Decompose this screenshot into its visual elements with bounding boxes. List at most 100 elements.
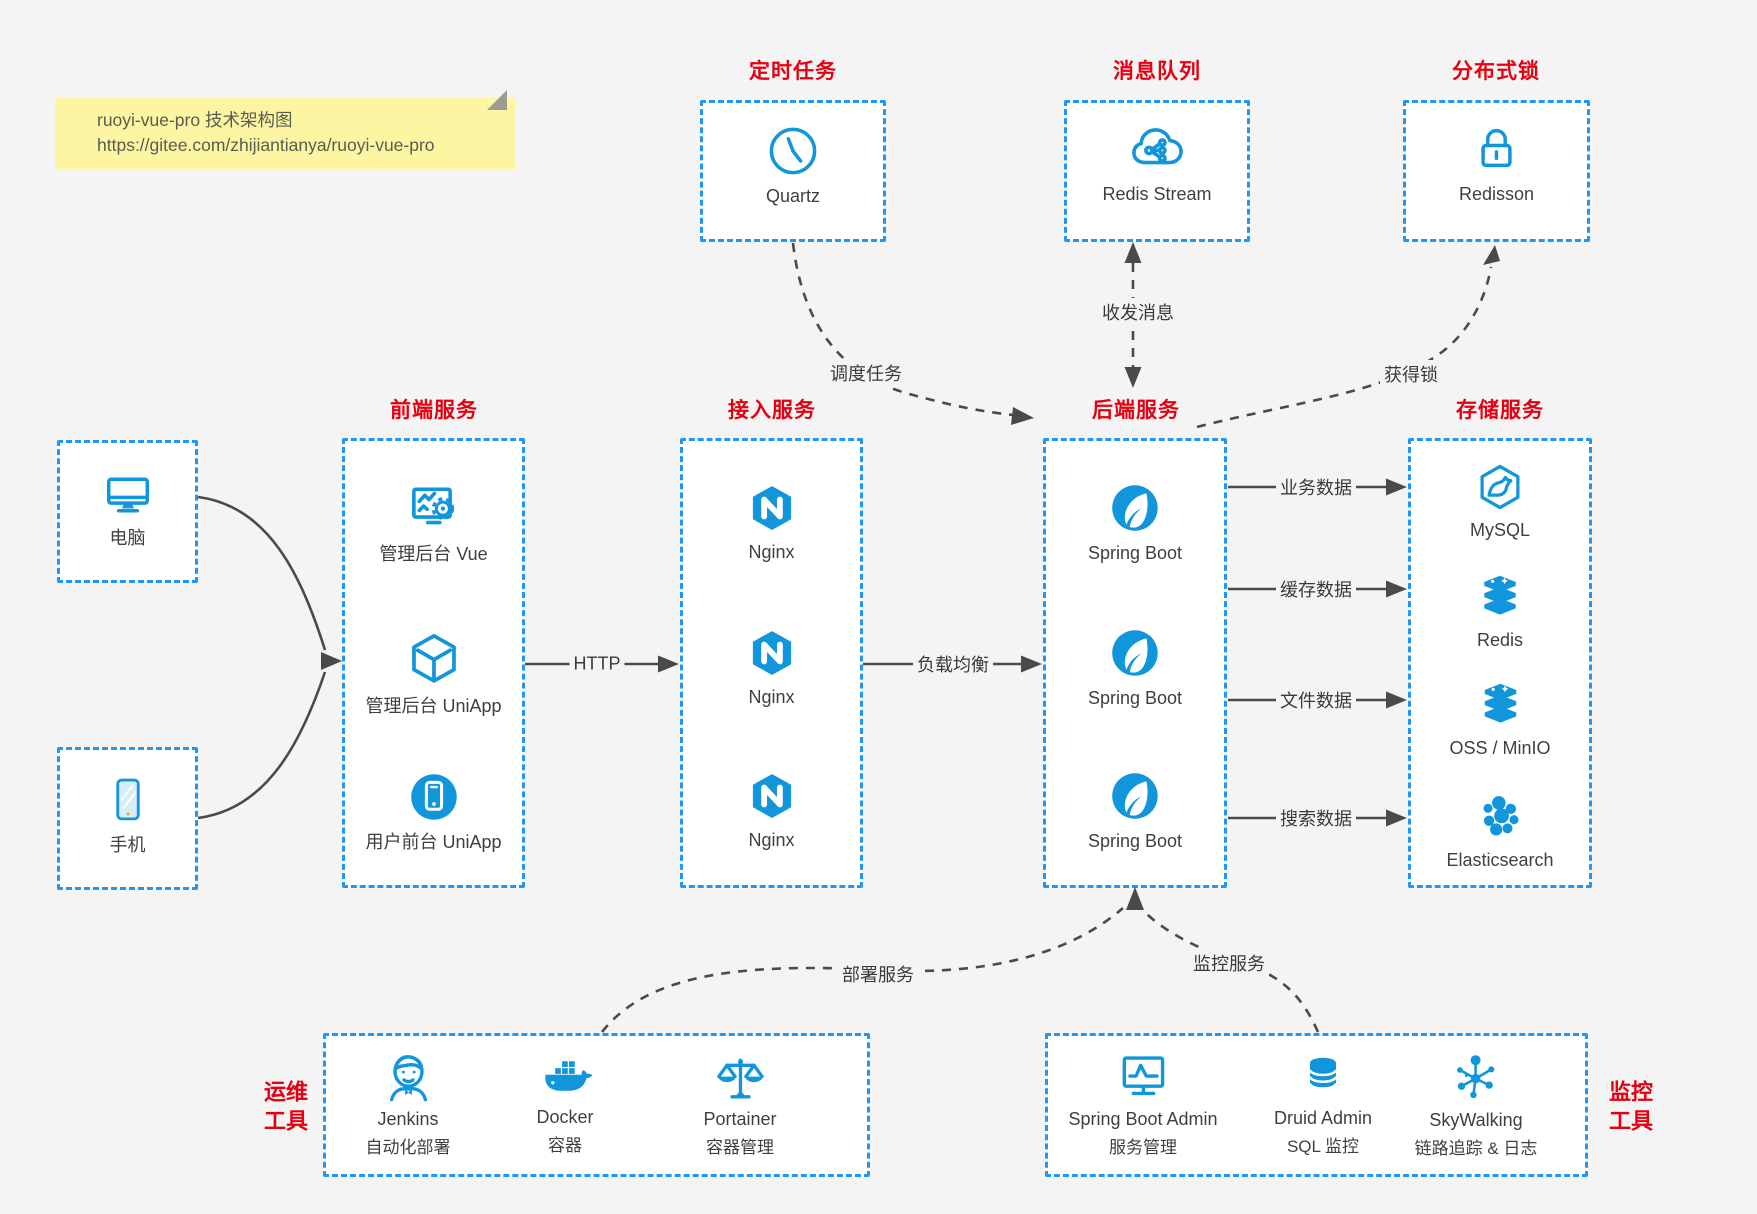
admin-monitor-icon [1116,1050,1170,1102]
edge-schedule [791,242,1014,417]
node-desc: 容器管理 [705,1137,774,1157]
title-gateway: 接入服务 [728,399,816,422]
node-admin-uniapp: 管理后台 UniApp [365,629,502,718]
edge-label-file-data: 文件数据 [1276,686,1356,714]
node-label: 管理后台 Vue [379,544,488,564]
node-label: Redisson [1458,184,1535,204]
node-elasticsearch: Elasticsearch [1446,791,1554,872]
node-redis: Redis [1473,569,1527,652]
node-desc: 容器 [547,1135,582,1155]
arrowhead-message-down [1124,367,1142,388]
title-message-queue: 消息队列 [1113,60,1201,83]
node-jenkins: Jenkins 自动化部署 [366,1050,451,1158]
node-portainer: Portainer 容器管理 [703,1050,777,1158]
arrowhead-load-balance [1021,655,1042,673]
title-monitor-tools: 监控 工具 [1609,1078,1653,1135]
uniapp-cube-icon [403,629,463,689]
node-label: Quartz [765,186,821,206]
node-admin-vue: 管理后台 Vue [379,479,488,566]
box-client-mobile: 手机 [57,747,198,890]
node-desc: 服务管理 [1109,1137,1177,1157]
title-ops-line1: 运维 [263,1079,309,1105]
title-scheduled-tasks: 定时任务 [749,60,837,83]
box-backend: Spring Boot Spring Boot Spring Boot [1043,438,1227,888]
box-storage: MySQL Redis [1408,438,1592,888]
node-redisson: Redisson [1459,121,1534,206]
edge-label-cache-data: 缓存数据 [1276,575,1356,603]
edge-label-deploy: 部署服务 [838,960,918,988]
clock-icon [765,123,821,179]
node-nginx-3: Nginx [745,769,799,852]
phone-icon [102,772,154,828]
edge-label-message: 收发消息 [1098,298,1178,326]
elasticsearch-icon [1474,791,1526,843]
arrowhead-http [658,655,679,673]
arrowhead-message-up [1124,242,1142,263]
arrowhead-lock [1483,245,1500,265]
node-label: Spring Boot [1087,543,1183,563]
node-desc: SQL 监控 [1286,1136,1360,1156]
node-desc: 自动化部署 [365,1137,451,1157]
nginx-icon [745,481,799,535]
arrowhead-search-data [1386,809,1407,827]
node-springboot-1: Spring Boot [1088,480,1182,565]
nginx-icon [745,769,799,823]
lock-icon [1468,121,1524,177]
mysql-icon [1474,461,1526,513]
title-frontend: 前端服务 [390,399,478,422]
edge-lock [1196,266,1493,429]
title-ops-tools: 运维 工具 [264,1078,308,1135]
trace-network-icon [1450,1051,1502,1103]
node-nginx-1: Nginx [745,481,799,564]
node-springboot-3: Spring Boot [1088,768,1182,853]
node-mobile: 手机 [102,772,154,857]
arrowhead-db-data [1386,478,1407,496]
database-icon [1298,1051,1348,1101]
box-client-pc: 电脑 [57,440,198,583]
edge-label-monitoring: 监控服务 [1189,949,1269,977]
title-monitor-line2: 工具 [1608,1108,1654,1133]
node-label: 用户前台 UniApp [365,832,502,852]
edge-label-schedule: 调度任务 [826,359,906,387]
node-spring-boot-admin: Spring Boot Admin 服务管理 [1068,1050,1218,1158]
node-redis-stream: Redis Stream [1102,119,1212,206]
node-label: Redis Stream [1102,184,1212,204]
node-desc: 链路追踪 & 日志 [1414,1138,1538,1158]
node-quartz: Quartz [765,123,821,208]
node-skywalking: SkyWalking 链路追踪 & 日志 [1414,1051,1538,1159]
node-label: 电脑 [109,528,146,548]
node-label: MySQL [1469,520,1531,540]
title-storage: 存储服务 [1456,399,1544,422]
note-title: ruoyi-vue-pro 技术架构图 [97,110,293,130]
sticky-note: ruoyi-vue-pro 技术架构图 https://gitee.com/zh… [55,90,515,169]
arrowhead-cache-data [1386,580,1407,598]
admin-vue-icon [405,479,463,537]
node-label: Nginx [748,542,795,562]
jenkins-icon [381,1050,435,1102]
user-app-icon [405,769,461,825]
box-scheduled-tasks: Quartz [700,100,886,242]
arrowhead-frontend [321,652,342,670]
node-label: SkyWalking [1429,1110,1523,1130]
box-gateway: Nginx Nginx Nginx [680,438,863,888]
redis-stack-icon [1473,569,1527,623]
node-label: 手机 [109,835,146,855]
title-backend: 后端服务 [1092,399,1180,422]
edge-label-load-balance: 负载均衡 [913,650,993,678]
oss-stack-icon [1473,677,1527,731]
nginx-icon [745,626,799,680]
node-label: Docker [536,1107,594,1127]
docker-icon [537,1054,593,1100]
arrowhead-file-data [1386,691,1407,709]
box-message-queue: Redis Stream [1064,100,1250,242]
node-label: Spring Boot Admin [1068,1109,1218,1129]
node-pc: 电脑 [100,469,156,550]
title-ops-line2: 工具 [263,1108,309,1133]
edge-label-db-data: 业务数据 [1276,473,1356,501]
node-label: Redis [1476,630,1524,650]
node-label: OSS / MinIO [1449,738,1551,758]
monitor-icon [100,469,156,521]
note-url: https://gitee.com/zhijiantianya/ruoyi-vu… [97,135,435,155]
node-label: Druid Admin [1273,1108,1373,1128]
spring-boot-icon [1107,768,1163,824]
